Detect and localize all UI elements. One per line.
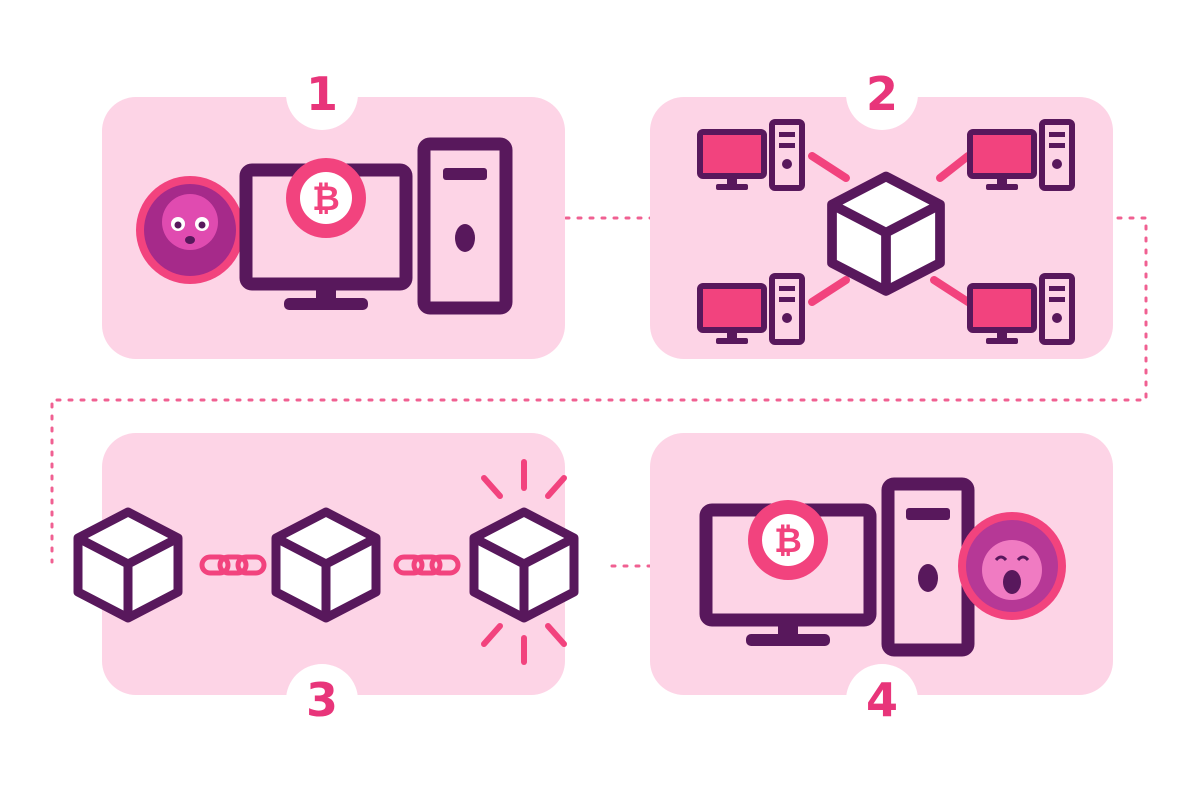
step-1-number: 1 xyxy=(306,67,338,121)
step-2-number: 2 xyxy=(866,67,898,121)
sender-avatar xyxy=(136,176,244,284)
block-cube-2 xyxy=(276,512,376,618)
step-1-panel: ₿ xyxy=(102,97,565,359)
step-4-number: 4 xyxy=(866,673,898,727)
pending-block-cube-icon xyxy=(832,176,940,290)
step-4-badge: 4 xyxy=(846,664,918,736)
network-links xyxy=(808,152,972,306)
new-block-burst-icon xyxy=(481,459,567,665)
step-3-badge: 3 xyxy=(286,664,358,736)
step-4-panel: ₿ xyxy=(650,433,1113,695)
step-3-number: 3 xyxy=(306,673,338,727)
bitcoin-coin-icon: ₿ xyxy=(286,158,366,238)
block-cube-3-new xyxy=(474,512,574,618)
connector-2-to-3 xyxy=(50,216,1148,564)
receiver-avatar xyxy=(958,512,1066,620)
bitcoin-symbol-received: ₿ xyxy=(774,521,802,561)
step-2-panel xyxy=(650,97,1113,359)
receiver-computer-icon xyxy=(699,477,975,657)
block-cube-1 xyxy=(78,512,178,618)
sender-computer-icon xyxy=(239,137,513,315)
bitcoin-coin-icon-received: ₿ xyxy=(748,500,828,580)
step-1-badge: 1 xyxy=(286,58,358,130)
step-3-panel xyxy=(78,433,574,695)
step-2-badge: 2 xyxy=(846,58,918,130)
bitcoin-symbol: ₿ xyxy=(312,179,340,219)
